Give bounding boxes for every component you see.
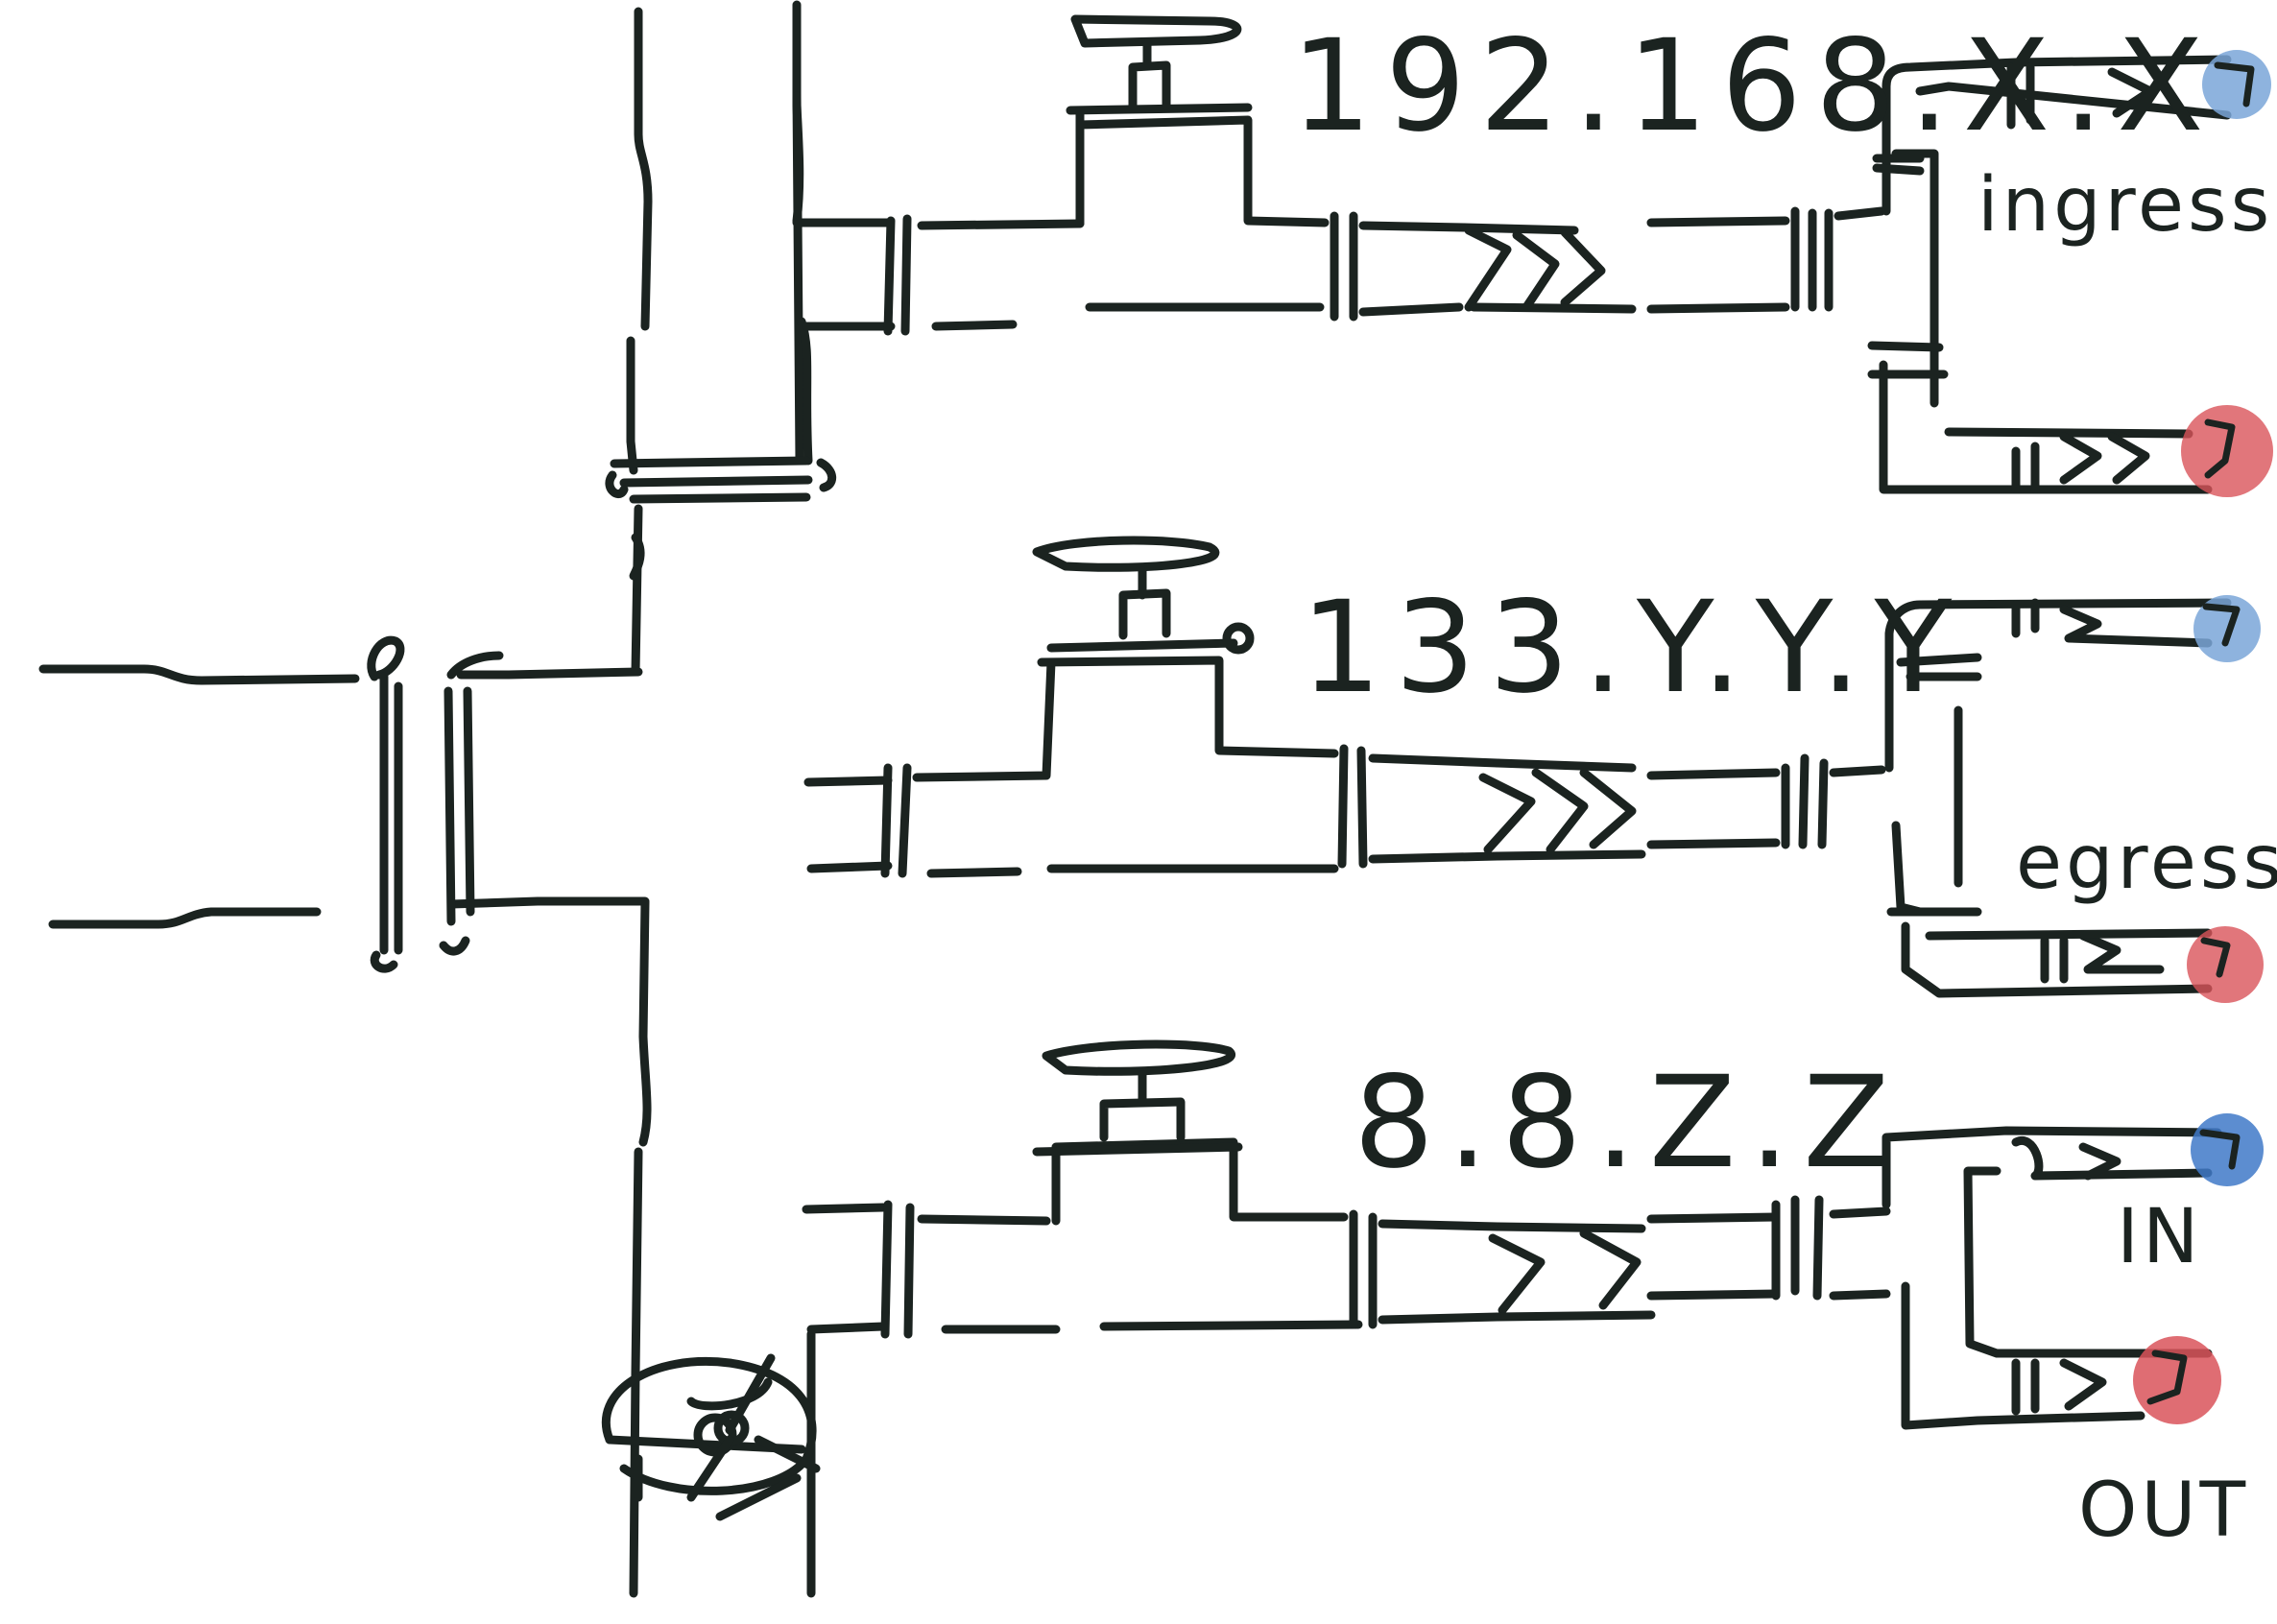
egress-label: egress [2016, 820, 2277, 906]
source-pipe [43, 640, 645, 968]
source-pipe-flange [372, 640, 499, 968]
valve-icon [1037, 1044, 1344, 1221]
route-address-3: 8.8.Z.Z [1354, 1049, 1904, 1197]
out-legend-dot [2133, 1336, 2221, 1424]
valve-wheel-icon [606, 1358, 816, 1517]
in-label: IN [2117, 1194, 2202, 1280]
route-address-2: 133.Y.Y.Y [1301, 574, 1965, 722]
trunk-flange [610, 461, 832, 499]
in-legend-dot [2191, 1113, 2264, 1186]
egress-endpoint-1 [2181, 405, 2273, 497]
flow-arrows [1464, 227, 1632, 309]
out-label: OUT [2078, 1468, 2249, 1554]
main-trunk-pipe [610, 5, 832, 1593]
ingress-endpoint-2 [2193, 595, 2261, 662]
route-address-1: 192.168.X.X [1291, 12, 2217, 160]
flow-arrows [1483, 763, 1642, 856]
ingress-label: ingress [1977, 162, 2273, 249]
valve-icon [1037, 540, 1334, 753]
flow-arrows [1493, 1227, 1651, 1317]
egress-endpoint-2 [2187, 926, 2264, 1003]
valve-icon [1070, 19, 1325, 307]
